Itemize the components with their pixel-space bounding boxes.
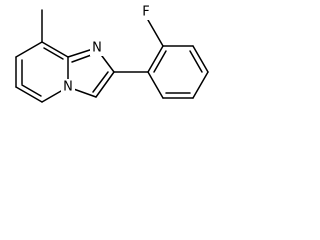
molecule-structure: F N N — [15, 4, 209, 103]
structure-canvas: F N N — [0, 0, 260, 128]
imidazole-nitrogen-atom-label: N — [92, 41, 102, 56]
double-bond-c2-c3 — [92, 71, 109, 93]
bond-c2-c3 — [95, 71, 115, 98]
bond-c7-c8 — [15, 41, 43, 58]
fluorine-atom-label: F — [142, 5, 149, 20]
double-bond-ph3-ph4 — [189, 50, 203, 73]
double-bond-ph1-ph2 — [153, 50, 167, 73]
double-bond-c5-c6 — [21, 84, 42, 97]
bond-c5-c6 — [15, 86, 43, 103]
fluorine-label-bg — [139, 4, 153, 20]
bond-ph6-ph1 — [147, 71, 164, 99]
bond-c-f — [147, 19, 164, 47]
bond-ph3-ph4 — [192, 45, 209, 73]
bond-ph4-ph5 — [192, 71, 209, 99]
bridgehead-nitrogen-atom-label: N — [63, 80, 73, 95]
imidazole-nitrogen-label-bg — [90, 40, 104, 56]
bond-c8-c8a — [41, 41, 69, 58]
double-bond-c8-c8a — [43, 47, 64, 60]
bond-ph1-ph2 — [147, 45, 164, 73]
bridgehead-nitrogen-label-bg — [61, 79, 75, 95]
